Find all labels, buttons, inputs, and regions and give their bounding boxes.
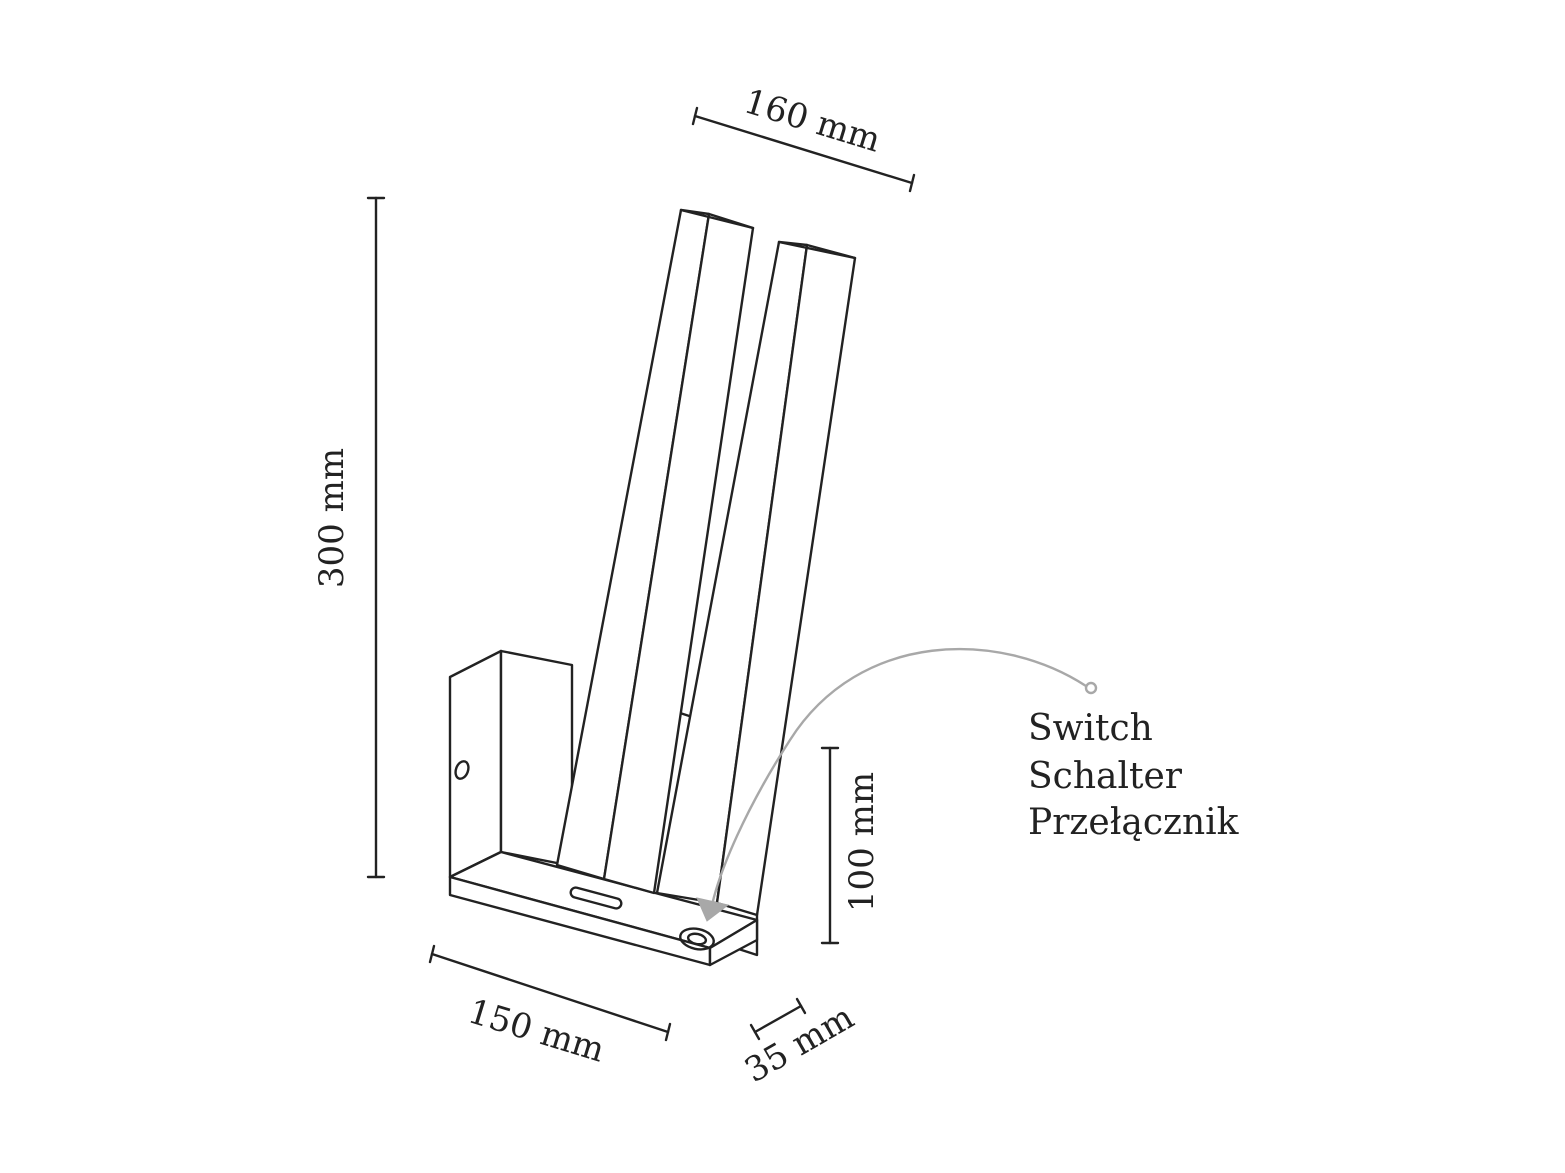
dim-label-top-width: 160 mm xyxy=(739,81,885,160)
callout-label-en: Switch xyxy=(1028,708,1153,749)
dim-label-base-width: 150 mm xyxy=(463,991,609,1070)
switch-button-icon[interactable] xyxy=(678,926,715,953)
callout-label-pl: Przełącznik xyxy=(1028,802,1240,843)
dim-line-top-width xyxy=(693,114,914,185)
dim-label-total-height: 300 mm xyxy=(312,448,352,588)
callout-arrowhead xyxy=(696,897,730,922)
switch-button-inner xyxy=(686,932,708,946)
dim-line-base-depth xyxy=(753,1004,803,1034)
light-bar-left-edge xyxy=(679,208,755,230)
callout-curve xyxy=(710,647,1087,906)
callout-label-de: Schalter xyxy=(1028,756,1183,797)
switch-callout-pointer xyxy=(696,647,1098,922)
base-box-end xyxy=(708,918,759,967)
dim-label-base-depth: 35 mm xyxy=(738,997,861,1091)
switch-callout-labels: Switch Schalter Przełącznik xyxy=(1028,708,1240,843)
callout-origin-dot xyxy=(1084,681,1098,695)
screw-hole-icon xyxy=(454,760,470,780)
dimension-lines xyxy=(366,106,916,1042)
dim-line-base-width xyxy=(430,952,670,1034)
base-slot xyxy=(569,886,623,910)
wall-lamp-drawing xyxy=(448,208,857,967)
base-plate-front-face xyxy=(499,649,574,868)
dim-label-base-height: 100 mm xyxy=(842,772,882,912)
light-bar-right-edge xyxy=(777,240,857,260)
